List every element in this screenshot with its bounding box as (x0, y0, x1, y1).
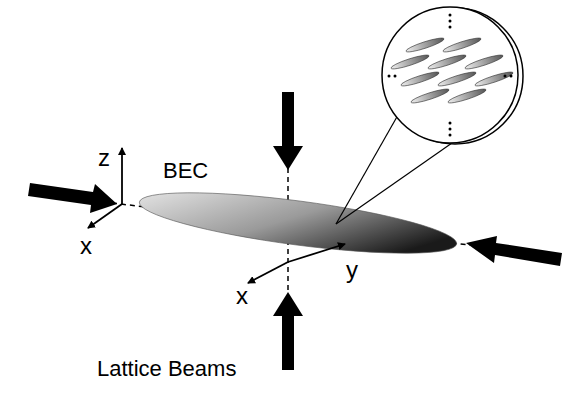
lattice-site (410, 87, 450, 105)
axis-label: x (236, 284, 248, 308)
lattice-site (427, 53, 467, 71)
lattice-site (447, 87, 487, 105)
lattice-site (464, 53, 504, 71)
lattice-site (390, 53, 430, 71)
axis-label: x (80, 234, 92, 258)
axis-label: y (346, 258, 358, 282)
lattice-site (400, 70, 440, 88)
axis-label: z (98, 146, 110, 170)
cloud-label: BEC (163, 160, 208, 182)
lattice-site (437, 70, 477, 88)
lattice-site (405, 36, 445, 54)
lattice-site (474, 70, 514, 88)
beam-label: Lattice Beams (97, 358, 236, 380)
lattice-site (442, 36, 482, 54)
